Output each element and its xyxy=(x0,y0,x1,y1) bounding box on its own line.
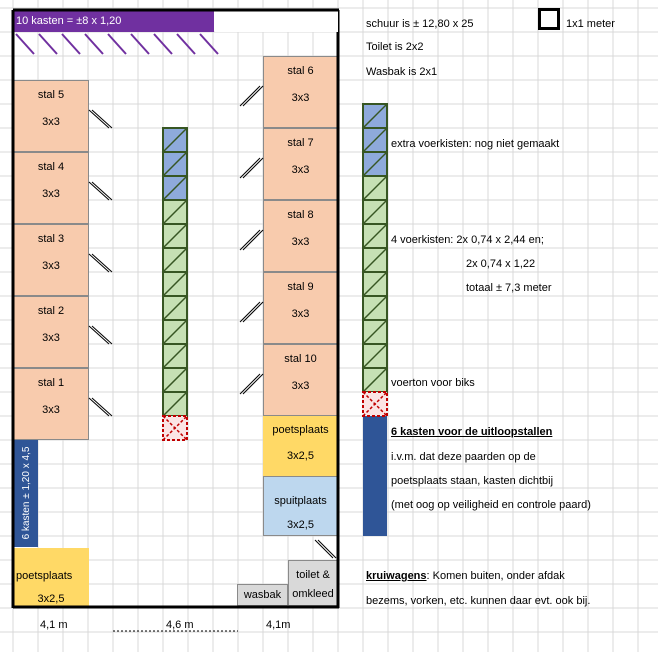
wash-area-name: spuitplaats xyxy=(274,495,327,507)
legend-kruiwagens-2: bezems, vorken, etc. kunnen daar evt. oo… xyxy=(366,595,591,607)
stall-name: stal 3 xyxy=(37,233,65,245)
stall-10: stal 10 3x3 xyxy=(263,344,338,416)
cabinets-top-bar: 10 kasten = ±8 x 1,20 xyxy=(13,10,214,32)
legend-schuur: schuur is ± 12,80 x 25 xyxy=(366,18,474,30)
legend-voerkisten-3: totaal ± 7,3 meter xyxy=(466,282,552,294)
grooming-area-left: poetsplaats 3x2,5 xyxy=(13,548,89,606)
stall-dimensions: 3x3 xyxy=(291,380,310,392)
grooming-area-name: poetsplaats xyxy=(16,570,73,582)
wasbak-label: wasbak xyxy=(243,589,282,601)
stall-8: stal 8 3x3 xyxy=(263,200,338,272)
legend-kasten-2: poetsplaats staan, kasten dichtbij xyxy=(391,475,554,487)
stall-9: stal 9 3x3 xyxy=(263,272,338,344)
stall-dimensions: 3x3 xyxy=(291,92,310,104)
kruiwagens-title: kruiwagens xyxy=(366,570,427,582)
stall-4: stal 4 3x3 xyxy=(13,152,89,224)
stall-1: stal 1 3x3 xyxy=(13,368,89,440)
toilet-label-line2: omkleed xyxy=(292,588,334,600)
stall-name: stal 9 xyxy=(287,281,314,293)
stall-dimensions: 3x3 xyxy=(42,260,60,272)
wash-area: spuitplaats 3x2,5 xyxy=(263,476,338,536)
legend-scale: 1x1 meter xyxy=(566,18,615,30)
grooming-area-dimensions: 3x2,5 xyxy=(37,593,65,605)
legend-wasbak: Wasbak is 2x1 xyxy=(366,66,438,78)
cabinets-top-label: 10 kasten = ±8 x 1,20 xyxy=(16,15,122,27)
stall-name: stal 7 xyxy=(287,137,314,149)
wash-area-dimensions: 3x2,5 xyxy=(287,519,314,531)
legend-voerkisten-1: 4 voerkisten: 2x 0,74 x 2,44 en; xyxy=(391,234,544,246)
stall-name: stal 2 xyxy=(37,305,65,317)
stall-3: stal 3 3x3 xyxy=(13,224,89,296)
toilet: toilet & omkleed xyxy=(288,560,338,606)
dim-middle: 4,6 m xyxy=(166,619,194,631)
stall-dimensions: 3x3 xyxy=(42,188,60,200)
stall-5: stal 5 3x3 xyxy=(13,80,89,152)
legend-kasten-3: (met oog op veiligheid en controle paard… xyxy=(391,499,591,511)
stall-dimensions: 3x3 xyxy=(42,404,60,416)
stall-dimensions: 3x3 xyxy=(291,236,310,248)
stall-name: stal 4 xyxy=(37,161,65,173)
stall-name: stal 5 xyxy=(37,89,65,101)
grooming-area-name: poetsplaats xyxy=(272,424,329,436)
stall-name: stal 6 xyxy=(287,65,314,77)
stall-dimensions: 3x3 xyxy=(291,164,310,176)
legend-voerkisten-2: 2x 0,74 x 1,22 xyxy=(466,258,536,270)
toilet-label-line1: toilet & xyxy=(296,569,330,581)
stall-name: stal 1 xyxy=(37,377,65,389)
legend-kasten-title: 6 kasten voor de uitloopstallen xyxy=(391,426,553,438)
dim-left: 4,1 m xyxy=(40,619,68,631)
stall-6: stal 6 3x3 xyxy=(263,56,338,128)
side-cabinets-label: 6 kasten ± 1,20 x 4,5 xyxy=(21,446,32,540)
tools-label: bezems, vorken, etc. xyxy=(216,17,318,29)
stall-7: stal 7 3x3 xyxy=(263,128,338,200)
stall-name: stal 8 xyxy=(287,209,314,221)
stall-dimensions: 3x3 xyxy=(42,332,60,344)
legend-extra-voerkisten: extra voerkisten: nog niet gemaakt xyxy=(391,138,560,150)
scale-square xyxy=(538,8,560,30)
legend-toilet: Toilet is 2x2 xyxy=(366,41,424,53)
side-cabinets: 6 kasten ± 1,20 x 4,5 xyxy=(13,440,38,547)
outdoor-stall-cabinets xyxy=(363,416,387,536)
stall-2: stal 2 3x3 xyxy=(13,296,89,368)
dim-right: 4,1m xyxy=(266,619,291,631)
wasbak: wasbak xyxy=(237,584,288,606)
grooming-area-dimensions: 3x2,5 xyxy=(287,450,314,462)
stall-dimensions: 3x3 xyxy=(291,308,310,320)
stall-dimensions: 3x3 xyxy=(42,116,60,128)
kruiwagens-text: : Komen buiten, onder afdak xyxy=(426,570,565,582)
stall-name: stal 10 xyxy=(284,353,317,365)
legend-voerton: voerton voor biks xyxy=(391,377,475,389)
legend-kasten-1: i.v.m. dat deze paarden op de xyxy=(391,451,536,463)
grooming-area-right: poetsplaats 3x2,5 xyxy=(263,416,338,476)
legend-kruiwagens: kruiwagens: Komen buiten, onder afdak xyxy=(366,569,565,583)
